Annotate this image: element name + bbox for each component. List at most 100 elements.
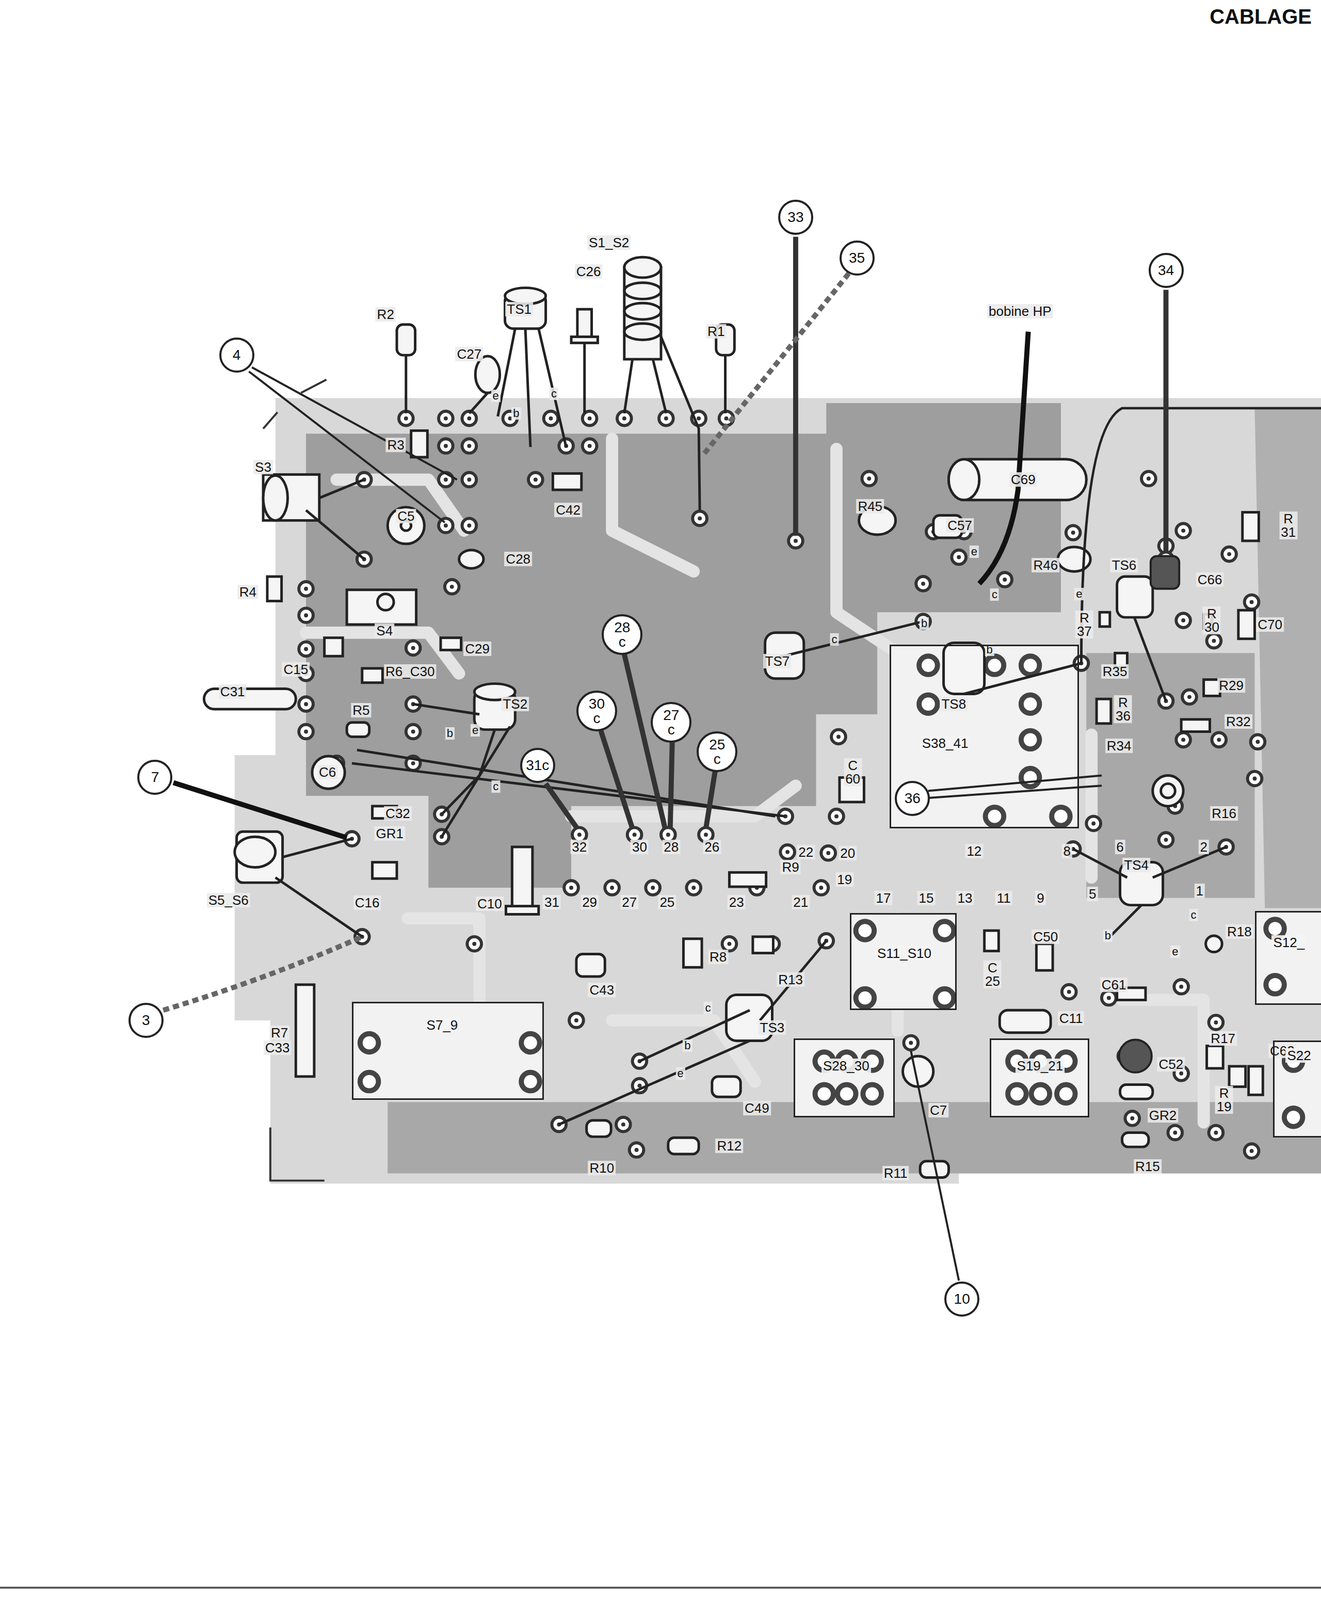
part-label: R6_C30 bbox=[383, 664, 437, 679]
part-label: TS6 bbox=[1110, 557, 1139, 573]
module-name: S12_ bbox=[1271, 935, 1307, 950]
part-label: R4 bbox=[237, 584, 259, 600]
callout-circle: 30 c bbox=[576, 690, 618, 732]
part-label: R5 bbox=[350, 702, 372, 718]
part-label: C 25 bbox=[983, 960, 1002, 989]
callout-circle: 36 bbox=[894, 780, 930, 816]
callout-number: 27 c bbox=[663, 707, 680, 737]
callout-number: 25 c bbox=[709, 737, 726, 767]
part-label: 21 bbox=[791, 894, 810, 910]
part-label: TS7 bbox=[763, 653, 792, 669]
part-label: C70 bbox=[1255, 617, 1284, 632]
part-label: R15 bbox=[1133, 1158, 1162, 1174]
part-label: R 30 bbox=[1202, 606, 1221, 635]
part-label: C33 bbox=[263, 1040, 292, 1055]
part-label: TS8 bbox=[939, 696, 968, 712]
callout-circle: 34 bbox=[1148, 252, 1184, 288]
part-label: C5 bbox=[395, 508, 416, 524]
part-label: S1_S2 bbox=[587, 235, 631, 250]
callout-circle: 33 bbox=[778, 199, 814, 235]
module-outline: S12_ bbox=[1254, 910, 1321, 1005]
module-name: S28_30 bbox=[821, 1058, 872, 1073]
callout-circle: 10 bbox=[944, 1281, 980, 1317]
part-label: R13 bbox=[776, 972, 805, 987]
part-label: R35 bbox=[1101, 664, 1130, 679]
module-outline: S19_21 bbox=[989, 1038, 1090, 1117]
part-label: 20 bbox=[838, 845, 857, 861]
part-label: R 37 bbox=[1075, 610, 1094, 639]
part-label: C 60 bbox=[843, 758, 862, 786]
callout-number: 36 bbox=[904, 791, 921, 806]
callout-circle: 4 bbox=[219, 337, 255, 373]
callout-circle: 31c bbox=[520, 747, 556, 783]
part-label: 11 bbox=[995, 890, 1013, 906]
part-label: e bbox=[1170, 945, 1180, 958]
part-label: S4 bbox=[374, 623, 395, 638]
part-label: 30 bbox=[630, 839, 649, 855]
part-label: c bbox=[1188, 908, 1198, 922]
part-label: GR2 bbox=[1147, 1107, 1179, 1123]
callout-circle: 27 c bbox=[650, 701, 692, 743]
callout-number: 33 bbox=[787, 210, 804, 225]
part-label: e bbox=[491, 389, 501, 402]
callout-circle: 7 bbox=[137, 759, 173, 795]
part-label: S3 bbox=[253, 459, 273, 475]
part-label: b bbox=[511, 407, 521, 420]
part-label: C66 bbox=[1196, 572, 1224, 587]
part-label: 1 bbox=[1194, 883, 1205, 898]
part-label: C28 bbox=[504, 551, 533, 567]
part-label: 6 bbox=[1114, 839, 1125, 855]
part-label: R10 bbox=[587, 1160, 616, 1175]
part-label: R3 bbox=[385, 437, 406, 453]
part-label: R 31 bbox=[1279, 511, 1298, 540]
part-label: R 36 bbox=[1114, 695, 1133, 723]
part-label: R29 bbox=[1217, 678, 1246, 693]
callout-number: 34 bbox=[1157, 263, 1174, 278]
part-label: C7 bbox=[928, 1102, 949, 1118]
part-label: C10 bbox=[475, 896, 504, 911]
part-label: S5_S6 bbox=[206, 892, 251, 908]
module-outline: S22 bbox=[1273, 1040, 1321, 1138]
module-outline: S7_9 bbox=[351, 1001, 544, 1100]
page-title: CABLAGE bbox=[1209, 5, 1312, 29]
part-label: 8 bbox=[1061, 843, 1073, 859]
part-label: 22 bbox=[796, 844, 815, 860]
part-label: R12 bbox=[715, 1138, 744, 1153]
callout-number: 7 bbox=[151, 769, 160, 785]
callout-number: 4 bbox=[232, 347, 241, 363]
part-label: 12 bbox=[964, 843, 984, 859]
part-label: 32 bbox=[570, 839, 589, 855]
part-label: R8 bbox=[707, 949, 729, 964]
part-label: C11 bbox=[1057, 1010, 1085, 1026]
part-label: R 19 bbox=[1215, 1085, 1234, 1114]
part-label: b bbox=[1103, 929, 1113, 942]
part-label: C69 bbox=[1009, 472, 1038, 487]
callout-circle: 3 bbox=[128, 1002, 164, 1038]
part-label: TS2 bbox=[501, 696, 529, 712]
part-label: 19 bbox=[835, 872, 854, 887]
callout-number: 30 c bbox=[588, 696, 605, 726]
callout-number: 10 bbox=[954, 1291, 971, 1307]
part-label: b bbox=[919, 617, 929, 630]
part-label: R2 bbox=[375, 307, 396, 322]
part-label: e bbox=[1074, 587, 1084, 601]
part-label: c bbox=[549, 387, 559, 400]
part-label: 26 bbox=[702, 839, 721, 855]
part-label: 28 bbox=[662, 839, 681, 855]
module-name: S7_9 bbox=[425, 1017, 460, 1033]
part-label: C43 bbox=[587, 982, 616, 997]
part-label: c bbox=[830, 633, 840, 646]
part-label: C50 bbox=[1031, 929, 1060, 944]
part-label: C49 bbox=[743, 1100, 771, 1116]
part-label: TS1 bbox=[505, 301, 534, 317]
part-label: 13 bbox=[956, 890, 975, 906]
callout-number: 35 bbox=[848, 250, 865, 266]
module-outline: S28_30 bbox=[793, 1038, 895, 1117]
part-label: c bbox=[703, 1001, 713, 1014]
part-label: C16 bbox=[353, 895, 382, 910]
callout-number: 3 bbox=[141, 1012, 151, 1028]
part-label: C29 bbox=[463, 641, 492, 656]
part-label: e bbox=[675, 1067, 685, 1080]
